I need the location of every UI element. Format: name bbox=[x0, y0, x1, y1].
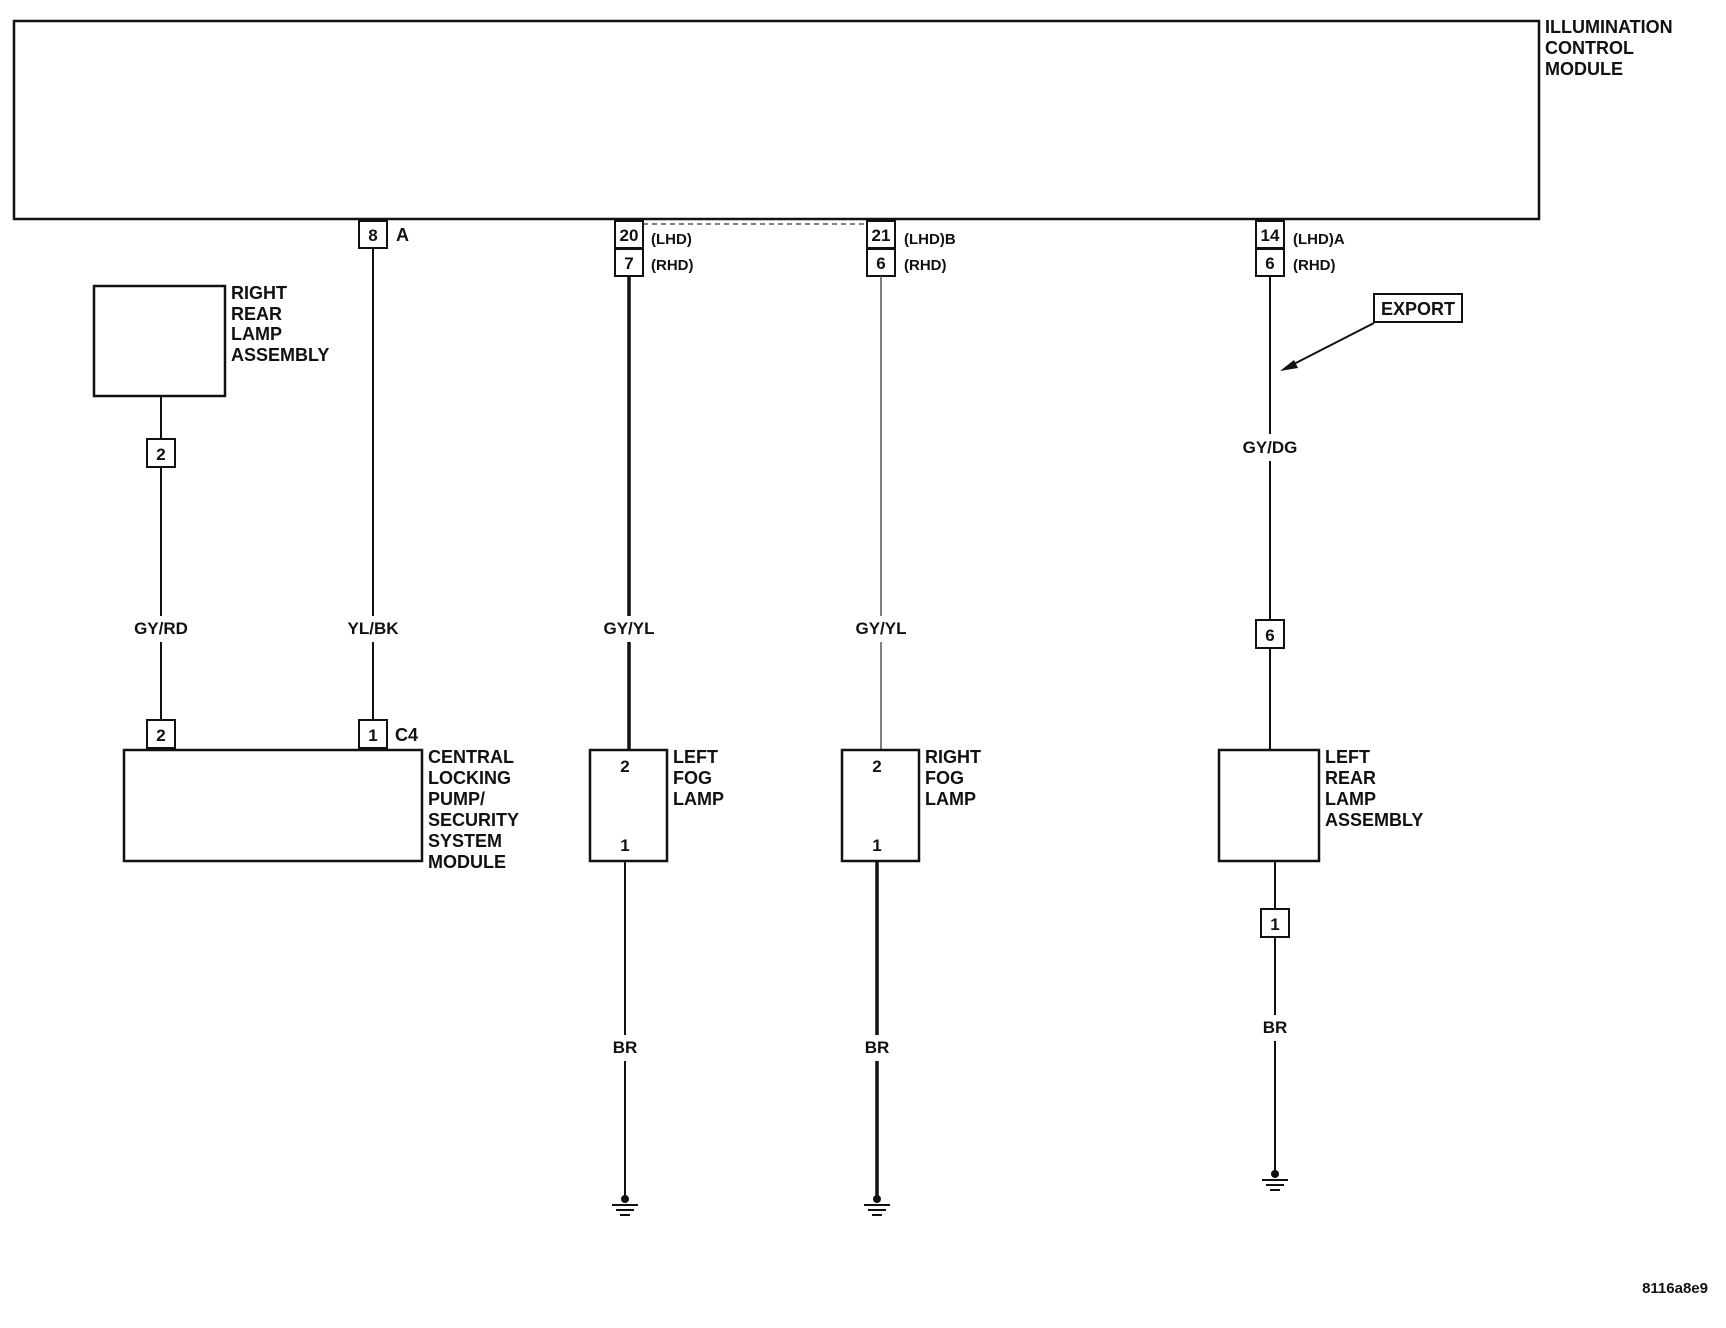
right-rear-lamp-assembly-box bbox=[92, 284, 227, 398]
export-label: EXPORT bbox=[1381, 299, 1455, 319]
central-locking-module-label: CENTRAL LOCKING PUMP/ SECURITY SYSTEM MO… bbox=[428, 747, 524, 872]
wire-gy-dg-label: GY/DG bbox=[1243, 438, 1298, 457]
clm-pin-1-label: 1 bbox=[368, 726, 377, 745]
clm-pin-1-box bbox=[358, 719, 388, 749]
clm-pin-2-label: 2 bbox=[156, 726, 165, 745]
wire-br-left-rear-label: BR bbox=[1263, 1018, 1288, 1037]
central-locking-module-box bbox=[122, 748, 424, 863]
icm-pin-21-box bbox=[866, 220, 896, 249]
icm-pin-6-fog-rhd-label: (RHD) bbox=[904, 257, 947, 274]
icm-pin-6-rear-box bbox=[1255, 248, 1285, 277]
clm-connector-label: C4 bbox=[395, 725, 418, 745]
icm-pin-7-label: 7 bbox=[624, 254, 633, 273]
icm-pin-7-rhd-label: (RHD) bbox=[651, 257, 694, 274]
illumination-control-module-label: ILLUMINATION CONTROL MODULE bbox=[1545, 17, 1678, 79]
icm-pin-20-lhd-label: (LHD) bbox=[651, 231, 692, 248]
rr-lamp-pin-2-box bbox=[146, 438, 176, 468]
inline-pin-6-label: 6 bbox=[1265, 626, 1274, 645]
export-arrow-icon bbox=[1280, 322, 1375, 371]
icm-pin-21-label: 21 bbox=[872, 226, 891, 245]
ground-icon bbox=[1262, 1170, 1288, 1191]
icm-pin-6-rear-label: 6 bbox=[1265, 254, 1274, 273]
icm-pin-14-lhd-label: (LHD)A bbox=[1293, 231, 1345, 248]
left-fog-lamp-box bbox=[588, 748, 669, 863]
icm-connector-a-label: A bbox=[396, 225, 409, 245]
lr-lamp-pin-1-label: 1 bbox=[1270, 915, 1279, 934]
icm-pin-6-fog-box bbox=[866, 248, 896, 277]
left-fog-lamp-pin-1-label: 1 bbox=[620, 836, 629, 855]
wire-gy-yl-right-label: GY/YL bbox=[855, 619, 906, 638]
left-rear-lamp-assembly-label: LEFT REAR LAMP ASSEMBLY bbox=[1325, 747, 1423, 830]
icm-pin-20-label: 20 bbox=[620, 226, 639, 245]
right-fog-lamp-pin-1-label: 1 bbox=[872, 836, 881, 855]
icm-pin-8-label: 8 bbox=[368, 226, 377, 245]
left-fog-lamp-pin-2-label: 2 bbox=[620, 757, 629, 776]
figure-id: 8116a8e9 bbox=[1642, 1280, 1708, 1297]
export-label-box bbox=[1373, 293, 1463, 323]
illumination-control-module-box bbox=[12, 19, 1541, 221]
ground-icon bbox=[864, 1195, 890, 1216]
right-fog-lamp-label: RIGHT FOG LAMP bbox=[925, 747, 986, 809]
rr-lamp-pin-2-label: 2 bbox=[156, 445, 165, 464]
wire-br-left-fog-label: BR bbox=[613, 1038, 638, 1057]
lr-lamp-pin-1-box bbox=[1260, 908, 1290, 938]
icm-pin-6-fog-label: 6 bbox=[876, 254, 885, 273]
icm-pin-21-lhd-label: (LHD)B bbox=[904, 231, 956, 248]
left-fog-lamp-label: LEFT FOG LAMP bbox=[673, 747, 724, 809]
right-rear-lamp-assembly-label: RIGHT REAR LAMP ASSEMBLY bbox=[231, 283, 329, 365]
clm-pin-2-box bbox=[146, 719, 176, 749]
ground-icon bbox=[612, 1195, 638, 1216]
right-fog-lamp-pin-2-label: 2 bbox=[872, 757, 881, 776]
wire-gy-rd-label: GY/RD bbox=[134, 619, 188, 638]
wire-gy-yl-left-label: GY/YL bbox=[603, 619, 654, 638]
wire-br-right-fog-label: BR bbox=[865, 1038, 890, 1057]
wire-yl-bk-label: YL/BK bbox=[348, 619, 400, 638]
icm-pin-14-label: 14 bbox=[1261, 226, 1280, 245]
right-fog-lamp-box bbox=[840, 748, 921, 863]
left-rear-lamp-assembly-box bbox=[1217, 748, 1321, 863]
icm-pin-6-rear-rhd-label: (RHD) bbox=[1293, 257, 1336, 274]
